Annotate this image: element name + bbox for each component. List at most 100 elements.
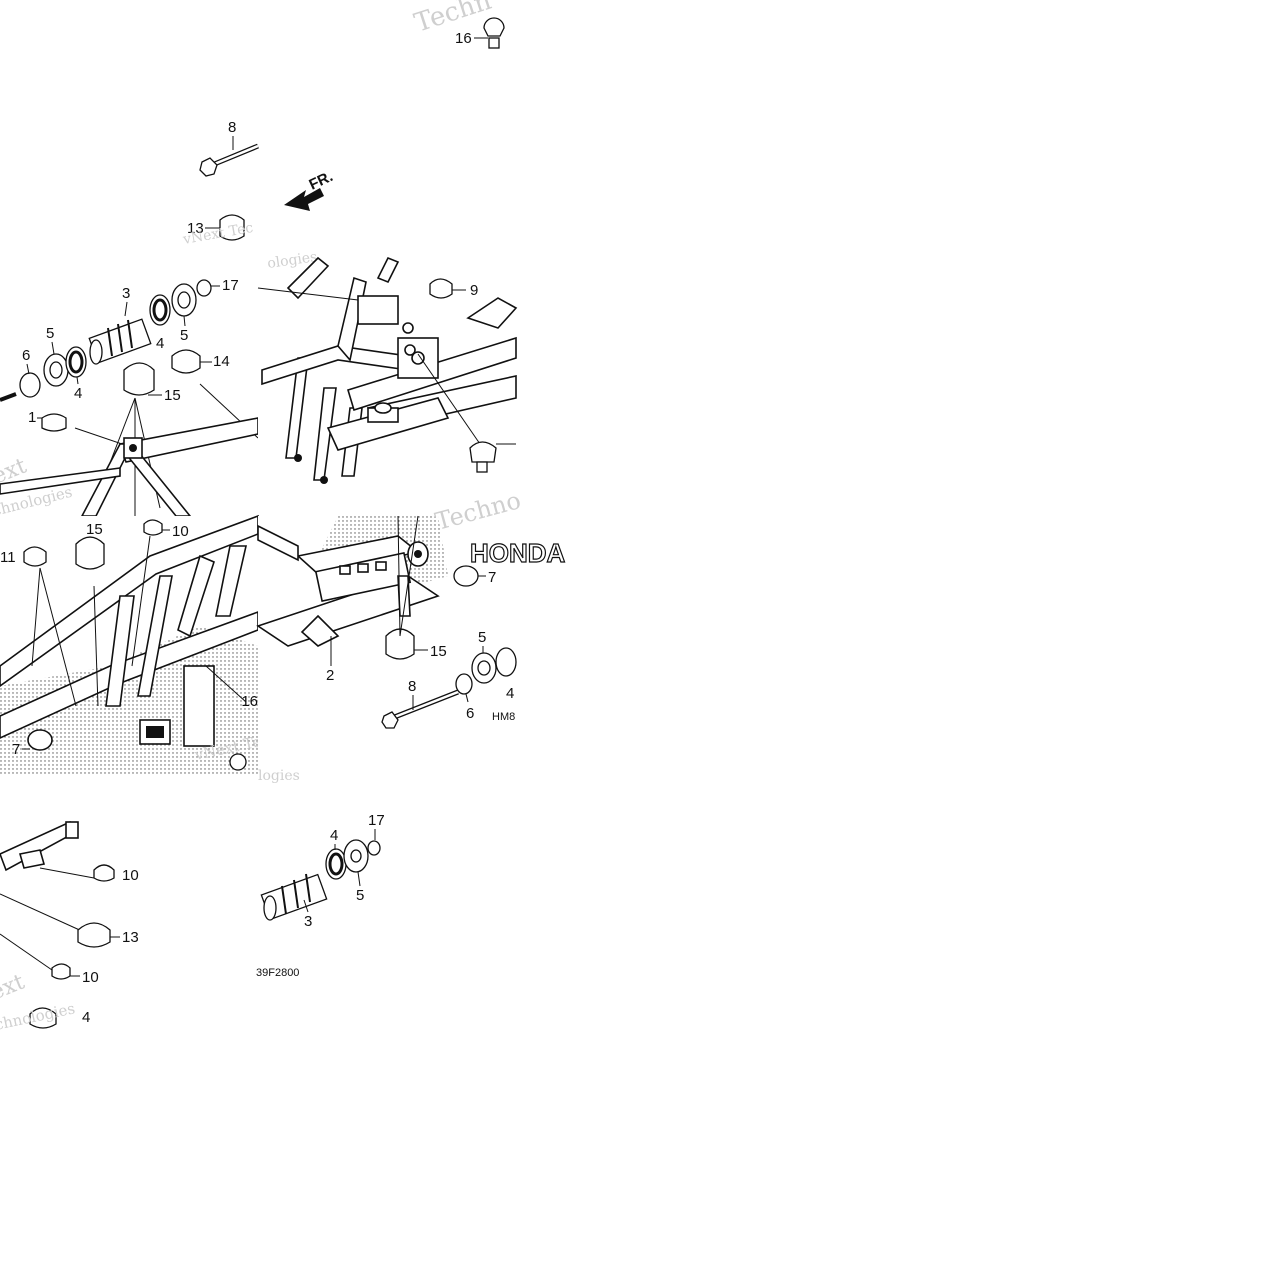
watermark-text: Techn xyxy=(411,0,495,39)
clamp-part-10 xyxy=(93,864,115,882)
callout-5: 5 xyxy=(180,327,188,344)
clamp-part-14 xyxy=(29,1007,57,1029)
callout-7: 7 xyxy=(488,569,496,586)
leader-line xyxy=(417,353,481,445)
callout-5: 5 xyxy=(356,887,364,904)
clamp-part-15 xyxy=(75,536,105,570)
clamp-part-13 xyxy=(219,214,245,241)
frame-plate xyxy=(146,726,164,738)
bushing-bore xyxy=(177,291,191,309)
leader-line xyxy=(76,376,79,385)
watermark-text: chnologies xyxy=(0,999,77,1034)
leader-line xyxy=(397,515,401,637)
tile-top-left: 8 13 vNext Tec xyxy=(0,0,259,258)
callout-10: 10 xyxy=(82,969,99,986)
bushing-bore xyxy=(49,361,63,379)
callout-6: 6 xyxy=(466,705,474,722)
leader-line xyxy=(257,287,359,301)
collar-part-6 xyxy=(19,372,41,398)
callout-15: 15 xyxy=(164,387,181,404)
tile-top-right: Techn 16 FR. xyxy=(258,0,516,258)
brand-emblem: HONDA xyxy=(470,538,566,568)
bushing-bore xyxy=(477,660,491,676)
clamp-part-1 xyxy=(41,413,67,432)
callout-2: 2 xyxy=(326,667,334,684)
tile-rear-frame: Techno HONDA 7 5 4 6 xyxy=(256,486,566,774)
leader-line xyxy=(124,301,128,317)
callout-11: 11 xyxy=(0,549,16,566)
callout-10: 10 xyxy=(122,867,139,884)
leader-line xyxy=(303,899,309,913)
callout-8: 8 xyxy=(408,678,416,695)
callout-9: 9 xyxy=(470,282,478,299)
leader-line xyxy=(131,535,151,667)
front-direction-arrow xyxy=(284,188,324,211)
main-frame-rails xyxy=(0,514,259,751)
diagram-code-label: HM8 xyxy=(492,711,515,723)
cap-part-7 xyxy=(453,565,479,587)
clamp-part-14 xyxy=(171,349,201,374)
shaft-part-3 xyxy=(260,873,328,921)
bolt-part-8 xyxy=(199,143,259,177)
leader-line xyxy=(399,515,419,637)
clamp-tab xyxy=(488,37,500,49)
leader-line xyxy=(183,315,186,327)
callout-4: 4 xyxy=(82,1009,90,1026)
callout-8: 8 xyxy=(228,119,236,136)
leader-line xyxy=(465,693,469,703)
bolt-part-8 xyxy=(381,689,459,729)
callout-4: 4 xyxy=(74,385,82,402)
leader-line xyxy=(93,585,99,707)
clamp-part-9 xyxy=(429,278,453,299)
nut-part-17 xyxy=(196,279,212,297)
clamp-part-11 xyxy=(23,546,47,567)
nut-part-17 xyxy=(367,840,381,856)
callout-17: 17 xyxy=(368,812,385,829)
grommet-part xyxy=(229,753,247,771)
bearing-race xyxy=(152,298,168,322)
callout-5: 5 xyxy=(46,325,54,342)
callout-15: 15 xyxy=(86,521,103,538)
watermark-text: ext xyxy=(0,969,28,1005)
callout-17: 17 xyxy=(222,277,239,294)
bolt-shank xyxy=(0,392,17,402)
tile-lower-shaft: logies 3 4 5 17 39F2800 xyxy=(256,768,516,1032)
callout-5: 5 xyxy=(478,629,486,646)
leader-line xyxy=(39,567,77,707)
leader-line xyxy=(31,567,41,667)
callout-1: 1 xyxy=(28,409,36,426)
rear-frame-assembly xyxy=(256,524,440,647)
collar-part-6 xyxy=(455,673,473,695)
callout-16: 16 xyxy=(455,30,472,47)
callout-7: 7 xyxy=(12,741,20,758)
callout-13: 13 xyxy=(122,929,139,946)
callout-3: 3 xyxy=(304,913,312,930)
frame-arm xyxy=(0,820,79,872)
tile-lower-left: 10 13 10 4 ext chnologies xyxy=(0,774,258,1034)
bearing-race xyxy=(68,350,84,374)
leader-line xyxy=(74,427,129,447)
tile-exploded-shaft-left: 6 5 4 3 4 5 17 xyxy=(0,258,259,520)
leader-line xyxy=(0,933,53,971)
callout-16: 16 xyxy=(241,693,258,710)
callout-4: 4 xyxy=(330,827,338,844)
leader-line xyxy=(39,867,95,879)
callout-3: 3 xyxy=(122,285,130,302)
clamp-tab xyxy=(476,461,488,473)
hose-clamp-part-16 xyxy=(483,17,505,37)
bearing-part-4 xyxy=(495,647,517,677)
watermark-text: ologies xyxy=(266,249,318,272)
diagram-code-label: 39F2800 xyxy=(256,967,299,979)
leader-line xyxy=(205,665,247,703)
callout-15: 15 xyxy=(430,643,447,660)
bearing-race xyxy=(328,852,344,876)
callout-4: 4 xyxy=(506,685,514,702)
clamp-part-10 xyxy=(51,963,71,980)
tile-main-frame: 11 15 10 16 7 vNext Tec xyxy=(0,514,271,774)
leader-line xyxy=(357,871,361,887)
leader-line xyxy=(0,893,85,933)
hose-clamp-part xyxy=(469,441,497,463)
callout-14: 14 xyxy=(213,353,230,370)
leader-line xyxy=(26,363,30,375)
callout-6: 6 xyxy=(22,347,30,364)
